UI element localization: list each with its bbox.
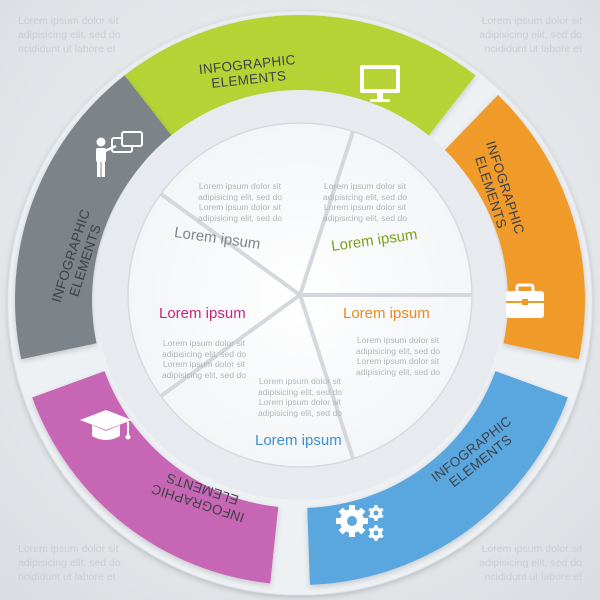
segment-divider [159,192,302,297]
segment-title-left: Lorem ipsum [159,305,246,322]
segment-title-right: Lorem ipsum [343,305,430,322]
segment-divider [159,293,302,398]
segment-text-bottom: Lorem ipsum dolor sit adipisicing elit, … [257,376,343,418]
ring-segment-right [444,94,585,360]
segment-divider [298,294,356,460]
corner-text-top-right: Lorem ipsum dolor sit adipisicing elit, … [479,15,582,55]
corner-text-bottom-left: Lorem ipsum dolor sit adipisicing elit, … [18,543,121,583]
corner-text-top-left: Lorem ipsum dolor sit adipisicing elit, … [18,15,121,55]
segment-text-top-right: Lorem ipsum dolor sit adipisicing elit, … [322,181,408,223]
graduation-cap-icon [80,410,132,440]
gears-icon [336,505,384,541]
monitor-icon [360,65,400,102]
segment-text-left: Lorem ipsum dolor sit adipisicing elit, … [161,338,247,380]
briefcase-icon [506,283,544,318]
presenter-icon [96,131,143,177]
segment-divider [298,130,356,296]
ring-segment-top [124,15,476,137]
segment-text-top-left: Lorem ipsum dolor sit adipisicing elit, … [197,181,283,223]
segment-title-bottom: Lorem ipsum [255,432,342,449]
corner-text-bottom-right: Lorem ipsum dolor sit adipisicing elit, … [479,543,582,583]
segment-text-right: Lorem ipsum dolor sit adipisicing elit, … [355,335,441,377]
